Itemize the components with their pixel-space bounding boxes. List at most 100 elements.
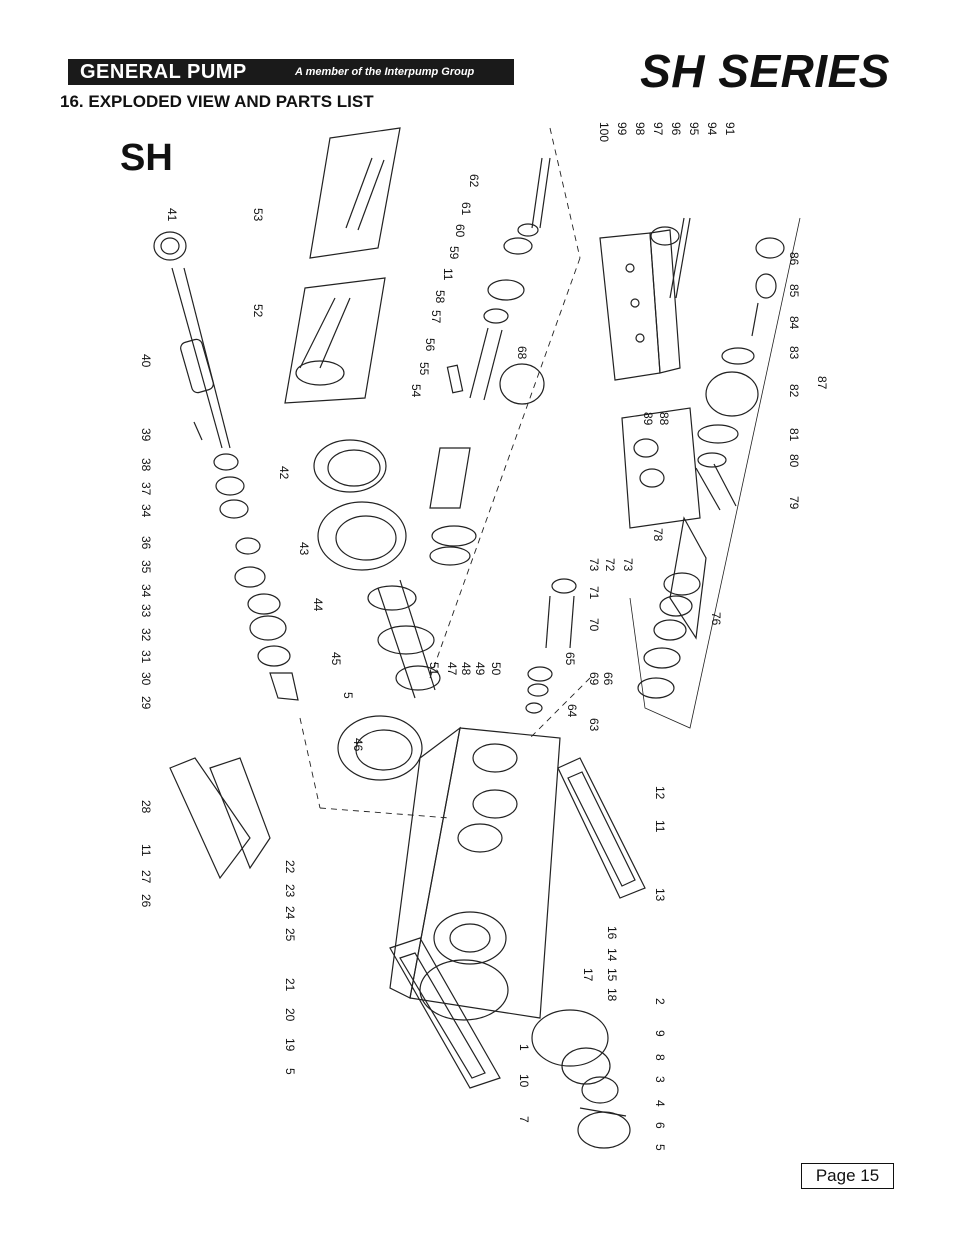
callout: 83: [787, 346, 801, 360]
callout: 6: [653, 1122, 667, 1129]
callout: 3: [653, 1076, 667, 1083]
plunger-tube: [525, 578, 577, 714]
callout: 91: [723, 122, 737, 136]
packing-stack: [629, 217, 801, 729]
callout: 8: [653, 1054, 667, 1061]
callout: 20: [283, 1008, 297, 1022]
callout: 84: [787, 316, 801, 330]
valve-assembly: [621, 237, 785, 640]
brand-bar: GENERAL PUMP A member of the Interpump G…: [68, 59, 514, 85]
callout: 95: [687, 122, 701, 136]
callout: 14: [605, 948, 619, 962]
callout: 11: [653, 820, 667, 833]
part-callouts: 41 40 39 38 37 34 36 35 34 33 32 31 30 2…: [139, 122, 829, 1151]
callout: 47: [445, 662, 459, 676]
callout: 9: [653, 1030, 667, 1037]
callout: 69: [587, 672, 601, 686]
callout: 40: [139, 354, 153, 368]
callout: 41: [165, 208, 179, 222]
covers-gaskets: [169, 757, 646, 1089]
callout: 80: [787, 454, 801, 468]
callout: 96: [669, 122, 683, 136]
callout: 97: [651, 122, 665, 136]
callout: 86: [787, 252, 801, 266]
callout: 34: [139, 584, 153, 598]
exploded-view-diagram: SH 41 40 39 38 37 34 36 35 34 33 32 31 3…: [120, 122, 829, 1151]
callout: 57: [429, 310, 443, 324]
callout: 68: [515, 346, 529, 360]
callout: 30: [139, 672, 153, 686]
callout: 7: [517, 1116, 531, 1123]
callout: 52: [251, 304, 265, 318]
callout: 61: [459, 202, 473, 216]
callout: 76: [709, 612, 723, 626]
callout: 23: [283, 884, 297, 898]
callout: 5: [283, 1068, 297, 1075]
page-number: Page 15: [801, 1163, 894, 1189]
callout: 32: [139, 628, 153, 642]
callout: 82: [787, 384, 801, 398]
model-label: SH: [120, 137, 173, 179]
callout: 35: [139, 560, 153, 574]
callout: 18: [605, 988, 619, 1002]
callout: 72: [603, 558, 617, 572]
brand-tagline: A member of the Interpump Group: [295, 66, 475, 78]
section-title: 16. EXPLODED VIEW AND PARTS LIST: [60, 92, 374, 111]
callout: 17: [581, 968, 595, 982]
callout: 88: [657, 412, 671, 426]
callout: 60: [453, 224, 467, 238]
callout: 55: [417, 362, 431, 376]
callout: 85: [787, 284, 801, 298]
callout: 58: [433, 290, 447, 304]
callout: 51: [427, 662, 441, 676]
manifold-block: [599, 217, 691, 381]
callout: 50: [489, 662, 503, 676]
callout: 44: [311, 598, 325, 612]
crankshaft: [367, 579, 441, 699]
callout: 56: [423, 338, 437, 352]
callout: 39: [139, 428, 153, 442]
callout: 26: [139, 894, 153, 908]
crankshaft-assembly: [153, 231, 299, 701]
callout: 53: [251, 208, 265, 222]
callout: 100: [597, 122, 611, 142]
callout: 49: [473, 662, 487, 676]
callout: 34: [139, 504, 153, 518]
callout: 5: [653, 1144, 667, 1151]
connecting-rod-inset: [284, 127, 401, 404]
callout: 27: [139, 870, 153, 884]
callout: 22: [283, 860, 297, 874]
callout: 16: [605, 926, 619, 940]
callout: 13: [653, 888, 667, 902]
assembly-guides: [299, 127, 591, 819]
callout: 33: [139, 604, 153, 618]
callout: 73: [621, 558, 635, 572]
gear-rings: [313, 439, 423, 781]
callout: 94: [705, 122, 719, 136]
callout: 2: [653, 998, 667, 1005]
callout: 12: [653, 786, 667, 800]
callout: 11: [139, 844, 153, 857]
callout: 38: [139, 458, 153, 472]
plunger-assembly: [429, 157, 551, 566]
crankcase: [389, 726, 561, 1021]
brand-name: GENERAL PUMP: [80, 60, 247, 83]
callout: 64: [565, 704, 579, 718]
callout: 5: [341, 692, 355, 699]
series-title: SH SERIES: [640, 45, 890, 97]
callout: 31: [139, 650, 153, 664]
callout: 89: [641, 412, 655, 426]
callout: 62: [467, 174, 481, 188]
callout: 10: [517, 1074, 531, 1088]
callout: 15: [605, 968, 619, 982]
callout: 46: [351, 738, 365, 752]
callout: 79: [787, 496, 801, 510]
callout: 99: [615, 122, 629, 136]
callout: 43: [297, 542, 311, 556]
callout: 65: [563, 652, 577, 666]
callout: 63: [587, 718, 601, 732]
callout: 59: [447, 246, 461, 260]
callout: 4: [653, 1100, 667, 1107]
callout: 42: [277, 466, 291, 480]
callout: 70: [587, 618, 601, 632]
